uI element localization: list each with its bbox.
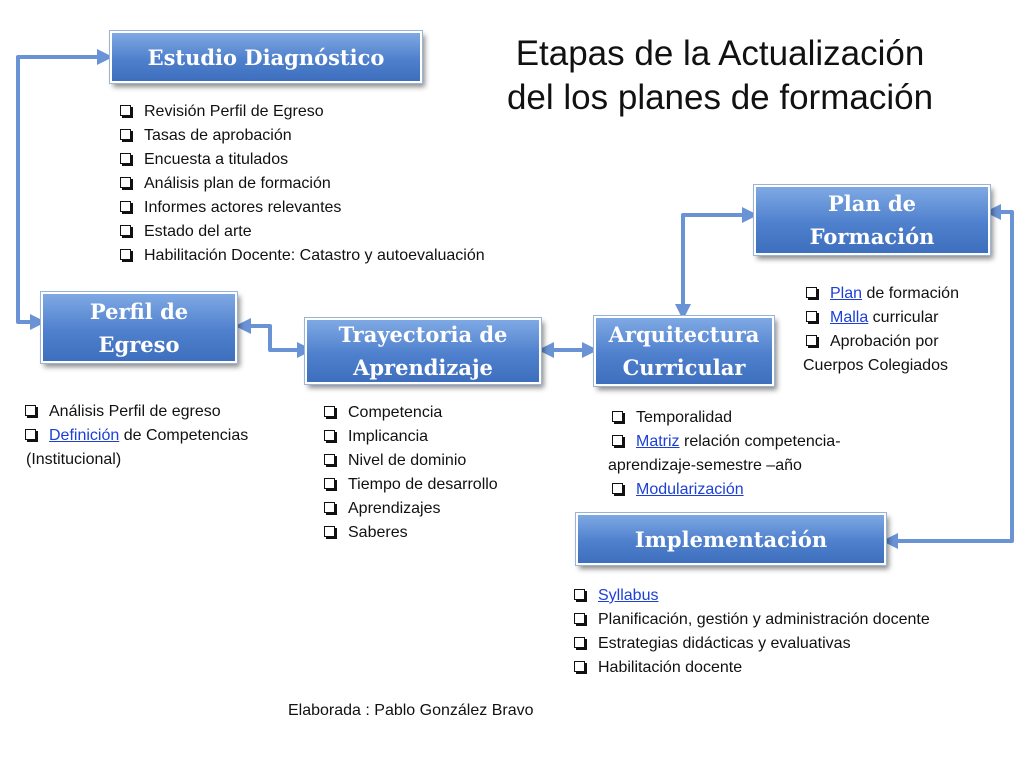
list-item: Definición de Competencias [19,424,248,448]
list-item: Informes actores relevantes [114,196,485,220]
list-item-continuation: aprendizaje-semestre –año [608,457,802,474]
definicion-link[interactable]: Definición [49,427,120,444]
checkbox-bullet-icon [120,225,131,236]
box-label: Curricular [622,355,746,380]
checkbox-bullet-icon [25,429,36,440]
matriz-link[interactable]: Matriz [636,433,680,450]
list-item: Competencia [318,401,498,425]
title-line-1: Etapas de la Actualización [515,34,925,73]
list-item: Habilitación docente [568,656,930,680]
checkbox-bullet-icon [120,201,131,212]
list-item: Análisis Perfil de egreso [19,400,248,424]
checkbox-bullet-icon [120,105,131,116]
list-item: Habilitación Docente: Catastro y autoeva… [114,244,485,268]
list-trayectoria: Competencia Implicancia Nivel de dominio… [318,401,498,545]
list-item: Revisión Perfil de Egreso [114,100,485,124]
arrow-estudio-to-perfil [16,49,113,330]
arrow-arquitectura-to-plan [675,207,758,320]
list-item: Aprobación por [800,330,959,354]
list-item: Plan de formación [800,282,959,306]
checkbox-bullet-icon [120,153,131,164]
author-credit: Elaborada : Pablo González Bravo [288,702,534,719]
list-item: Matriz relación competencia- [606,430,841,454]
box-implementacion: Implementación [575,512,887,566]
list-item: Estado del arte [114,220,485,244]
list-item: Implicancia [318,425,498,449]
checkbox-bullet-icon [806,311,817,322]
checkbox-bullet-icon [324,454,335,465]
box-arquitectura-curricular: Arquitectura Curricular [593,315,775,387]
checkbox-bullet-icon [574,613,585,624]
checkbox-bullet-icon [574,661,585,672]
checkbox-bullet-icon [324,526,335,537]
syllabus-link[interactable]: Syllabus [598,587,659,604]
list-item: Encuesta a titulados [114,148,485,172]
list-item: Nivel de dominio [318,449,498,473]
checkbox-bullet-icon [806,287,817,298]
list-arquitectura-cont: Modularización [606,478,744,502]
checkbox-bullet-icon [612,435,623,446]
list-plan-de-formacion: Plan de formación Malla curricular Aprob… [800,282,959,354]
malla-link[interactable]: Malla [830,309,869,326]
list-item: Malla curricular [800,306,959,330]
checkbox-bullet-icon [324,502,335,513]
list-item: Análisis plan de formación [114,172,485,196]
list-item-continuation: (Institucional) [26,451,122,468]
checkbox-bullet-icon [120,249,131,260]
list-item: Syllabus [568,584,930,608]
box-label: Plan de [827,191,916,216]
box-label: Aprendizaje [353,355,493,380]
list-item: Temporalidad [606,406,841,430]
box-label: Estudio Diagnóstico [147,44,385,70]
list-item: Tiempo de desarrollo [318,473,498,497]
checkbox-bullet-icon [120,129,131,140]
box-trayectoria-de-aprendizaje: Trayectoria de Aprendizaje [304,317,542,385]
box-plan-de-formacion: Plan de Formación [753,184,991,256]
arrow-perfil-to-trayectoria [235,318,313,358]
checkbox-bullet-icon [574,637,585,648]
modularizacion-link[interactable]: Modularización [636,481,744,498]
page-title: Etapas de la Actualización del los plane… [440,32,1000,120]
checkbox-bullet-icon [612,411,623,422]
box-label: Egreso [98,331,180,357]
checkbox-bullet-icon [25,405,36,416]
checkbox-bullet-icon [574,589,585,600]
checkbox-bullet-icon [324,430,335,441]
box-label: Formación [809,224,935,249]
list-perfil-de-egreso: Análisis Perfil de egreso Definición de … [19,400,248,448]
list-item: Estrategias didácticas y evaluativas [568,632,930,656]
list-item: Planificación, gestión y administración … [568,608,930,632]
plan-link[interactable]: Plan [830,285,863,302]
list-implementacion: Syllabus Planificación, gestión y admini… [568,584,930,680]
box-perfil-de-egreso: Perfil de Egreso [40,291,238,364]
checkbox-bullet-icon [324,478,335,489]
list-estudio-diagnostico: Revisión Perfil de Egreso Tasas de aprob… [114,100,485,268]
list-item: Saberes [318,521,498,545]
title-line-2: del los planes de formación [506,78,934,117]
list-arquitectura: Temporalidad Matriz relación competencia… [606,406,841,454]
list-item: Modularización [606,478,744,502]
list-item: Tasas de aprobación [114,124,485,148]
list-item: Aprendizajes [318,497,498,521]
box-label: Trayectoria de [338,322,508,347]
box-label: Perfil de [89,298,189,324]
box-label: Arquitectura [608,322,760,347]
checkbox-bullet-icon [612,483,623,494]
arrow-plan-to-implementacion [882,204,1014,549]
checkbox-bullet-icon [324,406,335,417]
box-label: Implementación [634,526,828,552]
list-item-continuation: Cuerpos Colegiados [803,357,948,374]
checkbox-bullet-icon [120,177,131,188]
box-estudio-diagnostico: Estudio Diagnóstico [109,30,423,84]
checkbox-bullet-icon [806,335,817,346]
